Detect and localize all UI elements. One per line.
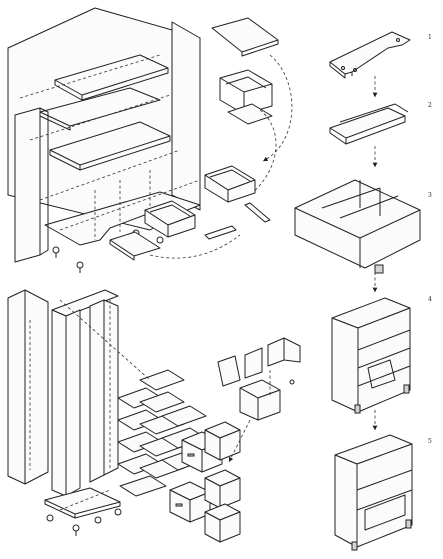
step-3-illustration (294, 179, 421, 274)
lower-shelf (39, 87, 161, 127)
step-number-5: 5 (428, 438, 432, 445)
drawer-bottom (227, 103, 273, 125)
drawer-box (219, 69, 273, 93)
hutch-drawers (109, 165, 271, 261)
left-side-panel (14, 107, 41, 263)
step-number-3: 3 (428, 192, 432, 199)
shelf-board (109, 231, 161, 257)
bookcase-casters (46, 508, 122, 536)
step-number-1: 1 (428, 34, 432, 41)
lower-drawers (169, 421, 241, 543)
front-upright-right (89, 299, 105, 483)
side-board (204, 225, 237, 240)
divider-board (244, 202, 271, 223)
right-side-panel (171, 21, 201, 211)
step-number-4: 4 (428, 296, 432, 303)
drawer-parts-detail (217, 337, 301, 460)
lower-bookcase-exploded-view (7, 289, 207, 536)
upper-drawer-parts (211, 17, 293, 196)
step-1-illustration (329, 31, 411, 79)
tall-side-panel (7, 289, 49, 485)
step-5-illustration (334, 434, 413, 551)
step-number-2: 2 (428, 102, 432, 109)
cubby-shelves (117, 369, 207, 497)
upper-hutch-exploded-view (7, 7, 201, 273)
step-4-illustration (331, 297, 411, 414)
step-2-illustration (329, 103, 409, 145)
